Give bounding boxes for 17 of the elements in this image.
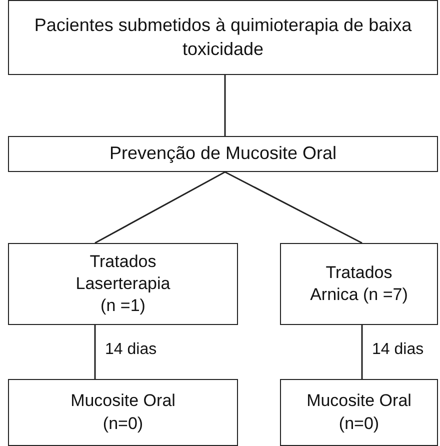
connector-line: [94, 171, 226, 244]
box-text: Mucosite Oral (n=0): [306, 390, 412, 434]
process-box: [280, 243, 438, 325]
connector-line: [94, 325, 96, 379]
box-text: Tratados Arnica (n =7): [309, 262, 409, 306]
connector-line: [361, 325, 363, 379]
box-text: Mucosite Oral (n=0): [70, 390, 176, 434]
process-box: [8, 243, 238, 325]
process-box: [8, 136, 438, 172]
box-text: Tratados Laserterapia (n =1): [74, 250, 172, 318]
box-text: Prevenção de Mucosite Oral: [109, 142, 337, 166]
connector-line: [224, 171, 362, 244]
process-box: [8, 0, 438, 75]
box-text: Pacientes submetidos à quimioterapia de baixa toxicidade: [33, 14, 413, 60]
connector-line: [224, 75, 226, 136]
process-box: [280, 379, 438, 446]
process-box: [8, 379, 238, 446]
